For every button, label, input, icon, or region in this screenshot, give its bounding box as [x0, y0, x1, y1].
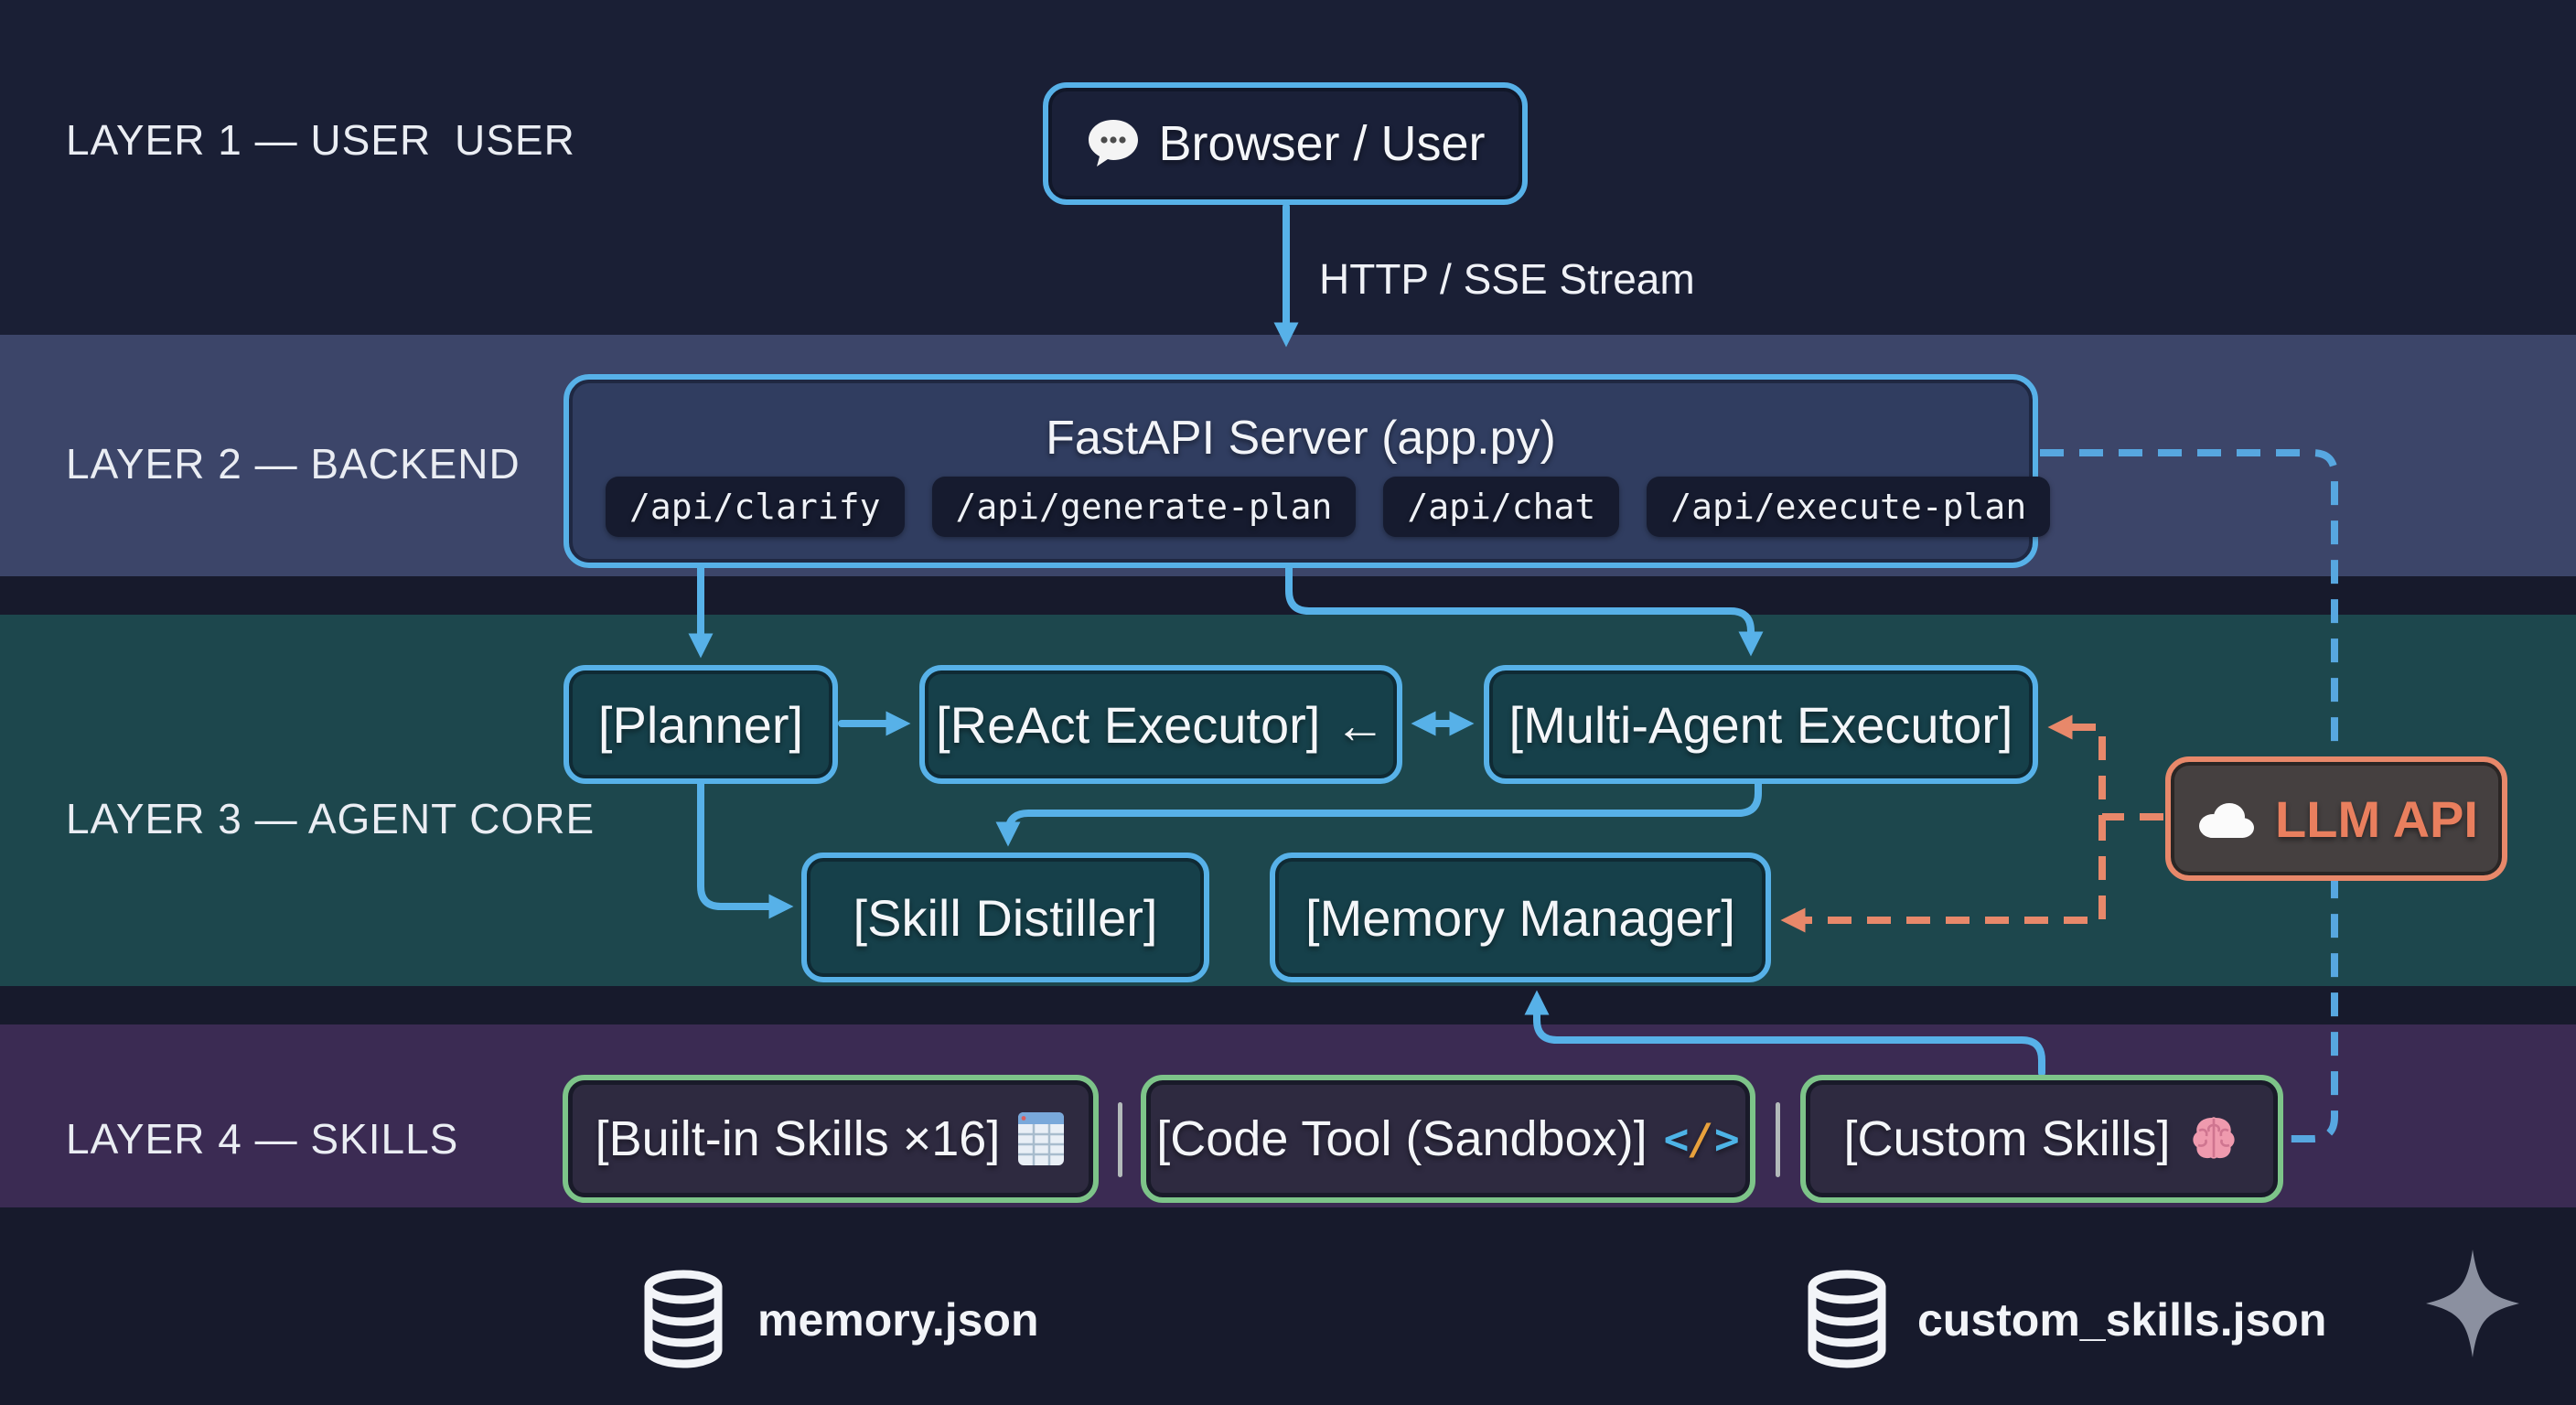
planner-node[interactable]: [Planner]: [564, 665, 838, 784]
cloud-icon: [2199, 803, 2255, 838]
edge-fastapi-to-multi-agent: [1285, 564, 1764, 657]
memory-manager-node[interactable]: [Memory Manager]: [1270, 853, 1771, 982]
builtin-skills-node[interactable]: [Built-in Skills ×16]: [563, 1075, 1099, 1203]
endpoint-clarify[interactable]: /api/clarify: [606, 477, 905, 537]
react-executor-node[interactable]: [ReAct Executor] ←: [919, 665, 1402, 784]
fastapi-server-node[interactable]: FastAPI Server (app.py) /api/clarify /ap…: [564, 374, 2051, 568]
endpoint-execute-plan[interactable]: /api/execute-plan: [1647, 477, 2051, 537]
edge-llm-to-multi-agent-dashed: [2047, 714, 2163, 820]
sparkle-icon: [2426, 1249, 2519, 1357]
layer4-label: LAYER 4 — SKILLS: [66, 1115, 459, 1163]
llm-api-label: LLM API: [2275, 789, 2478, 848]
skill-distiller-node[interactable]: [Skill Distiller]: [801, 853, 1209, 982]
edge-custom-skills-to-memory-manager: [1524, 990, 2045, 1077]
layer1-label: LAYER 1 — USER: [66, 116, 432, 164]
edge-multi-agent-to-skill-distiller: [995, 780, 1762, 847]
database-icon-custom-skills: [1808, 1270, 1886, 1368]
edge-fastapi-to-custom-skills-dashed: [2040, 449, 2338, 1142]
llm-api-node[interactable]: LLM API: [2165, 756, 2507, 881]
layer3-label: LAYER 3 — AGENT CORE: [66, 795, 596, 842]
memory-json-label: memory.json: [757, 1294, 1039, 1346]
planner-label: [Planner]: [597, 695, 804, 754]
layer1-label-extra: USER: [455, 116, 575, 164]
skill-distiller-label: [Skill Distiller]: [853, 888, 1158, 947]
code-tool-label: [Code Tool (Sandbox)]: [1156, 1111, 1648, 1166]
edge-planner-to-skill-distiller: [697, 780, 794, 919]
multi-agent-executor-node[interactable]: [Multi-Agent Executor]: [1484, 665, 2038, 784]
database-icon-memory: [644, 1270, 723, 1368]
api-endpoint-row: /api/clarify /api/generate-plan /api/cha…: [606, 477, 2051, 537]
fastapi-title: FastAPI Server (app.py): [1046, 412, 1556, 465]
code-tool-node[interactable]: [Code Tool (Sandbox)] </>: [1141, 1075, 1755, 1203]
http-sse-label: HTTP / SSE Stream: [1319, 255, 1695, 303]
custom-skills-label: [Custom Skills]: [1843, 1111, 2171, 1166]
browser-user-node[interactable]: Browser / User: [1043, 82, 1528, 205]
custom-skills-json-label: custom_skills.json: [1917, 1294, 2327, 1346]
code-icon-slash: /: [1689, 1114, 1715, 1164]
layer2-label: LAYER 2 — BACKEND: [66, 440, 521, 488]
endpoint-chat[interactable]: /api/chat: [1383, 477, 1620, 537]
custom-skills-node[interactable]: [Custom Skills]: [1800, 1075, 2283, 1203]
skills-divider-1: [1118, 1102, 1122, 1177]
browser-user-label: Browser / User: [1158, 116, 1486, 171]
multi-agent-executor-label: [Multi-Agent Executor]: [1508, 695, 2013, 754]
code-icon-close: >: [1714, 1114, 1740, 1164]
builtin-skills-label: [Built-in Skills ×16]: [595, 1111, 1001, 1166]
memory-manager-label: [Memory Manager]: [1305, 888, 1735, 947]
code-icon: </>: [1664, 1118, 1740, 1160]
speech-bubble-icon: [1089, 120, 1139, 166]
skills-divider-2: [1776, 1102, 1780, 1177]
code-icon-open: <: [1663, 1114, 1690, 1164]
spreadsheet-icon: [1018, 1112, 1065, 1165]
edge-llm-to-memory-manager-dashed: [1780, 817, 2106, 933]
react-executor-label: [ReAct Executor] ←: [936, 695, 1386, 754]
endpoint-generate-plan[interactable]: /api/generate-plan: [931, 477, 1357, 537]
brain-icon: [2192, 1117, 2235, 1159]
